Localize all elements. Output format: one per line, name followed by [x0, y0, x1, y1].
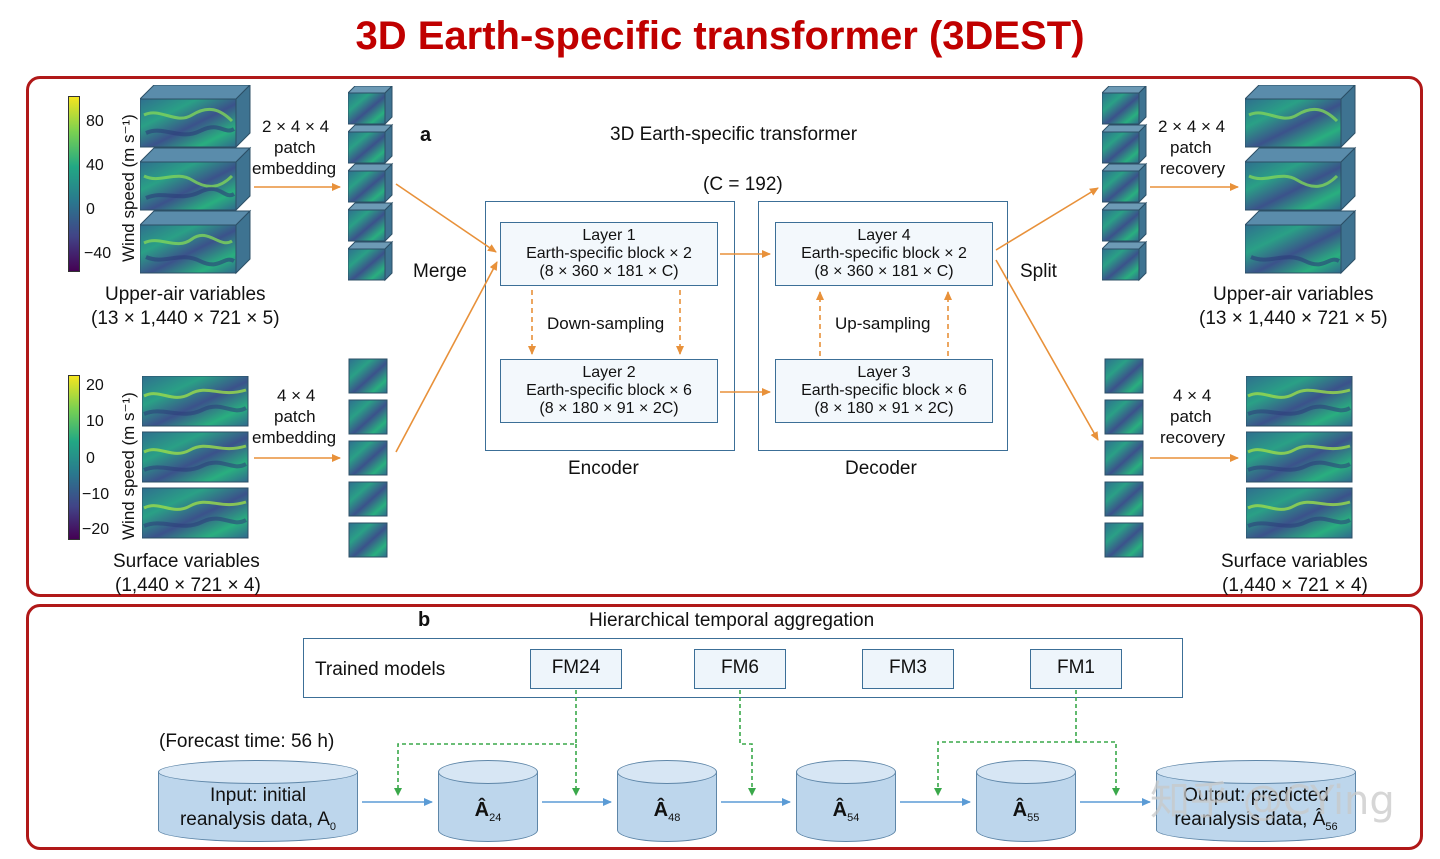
- tick-label: −40: [84, 245, 112, 262]
- step-cylinder-55: Â55: [976, 760, 1076, 842]
- layer-title: Layer 3: [857, 364, 911, 381]
- panel-a-arrows: [254, 183, 1239, 462]
- layer-block: Earth-specific block × 2: [801, 245, 967, 262]
- surface-input-dims: (1,440 × 721 × 4): [115, 575, 261, 596]
- surface-input-maps: [142, 376, 250, 540]
- surface-input-name: Surface variables: [113, 551, 260, 572]
- step-symbol: Â: [653, 799, 669, 821]
- colorbar-surface: [68, 375, 80, 540]
- input-sub: 0: [329, 820, 337, 833]
- step-cylinder-48: Â48: [617, 760, 717, 842]
- layer-dims: (8 × 360 × 181 × C): [814, 263, 954, 280]
- layer-title: Layer 2: [582, 364, 636, 381]
- upper-embed-line: patch: [274, 138, 316, 157]
- model-fm3: FM3: [862, 649, 954, 689]
- surface-patch-tokens-in: [348, 358, 388, 558]
- panel-a-label: a: [420, 124, 432, 146]
- tick-label: 10: [86, 413, 104, 430]
- split-label: Split: [1020, 261, 1057, 282]
- step-sub: 55: [1027, 811, 1040, 824]
- colorbar-upper: [68, 96, 80, 272]
- tick-label: −10: [82, 486, 110, 503]
- model-fm1: FM1: [1030, 649, 1122, 689]
- tick-label: 0: [86, 201, 95, 218]
- layer-dims: (8 × 180 × 91 × 2C): [814, 400, 954, 417]
- layer-3: Layer 3 Earth-specific block × 6 (8 × 18…: [775, 359, 993, 423]
- upper-air-output-dims: (13 × 1,440 × 721 × 5): [1199, 308, 1388, 329]
- upper-recover-line: recovery: [1160, 159, 1226, 178]
- surface-output-dims: (1,440 × 721 × 4): [1222, 575, 1368, 596]
- model-fm24: FM24: [530, 649, 622, 689]
- layer-2: Layer 2 Earth-specific block × 6 (8 × 18…: [500, 359, 718, 423]
- tick-label: 0: [86, 450, 95, 467]
- layer-title: Layer 1: [582, 227, 636, 244]
- merge-label: Merge: [413, 261, 467, 282]
- trained-models-label: Trained models: [315, 659, 446, 680]
- layer-dims: (8 × 360 × 181 × C): [539, 263, 679, 280]
- down-sampling-label: Down-sampling: [547, 314, 665, 333]
- upper-patch-tokens-in: [348, 86, 393, 281]
- watermark: 知乎 @CYing: [1150, 778, 1395, 824]
- surface-recover-line: 4 × 4: [1173, 386, 1212, 405]
- output-sub: 56: [1325, 820, 1338, 833]
- channel-count: (C = 192): [703, 174, 783, 195]
- decoder-label: Decoder: [845, 458, 917, 479]
- upper-recover-line: patch: [1170, 138, 1212, 157]
- upper-recover-line: 2 × 4 × 4: [1158, 117, 1226, 136]
- surface-embed-line: 4 × 4: [277, 386, 316, 405]
- step-symbol: Â: [474, 799, 490, 821]
- tick-label: 40: [86, 157, 104, 174]
- upper-air-input-dims: (13 × 1,440 × 721 × 5): [91, 308, 280, 329]
- surface-output-name: Surface variables: [1221, 551, 1368, 572]
- tick-label: −20: [82, 521, 110, 538]
- page-title: 3D Earth-specific transformer (3DEST): [355, 14, 1085, 58]
- panel-b-arrows: [362, 690, 1151, 806]
- step-cylinder-54: Â54: [796, 760, 896, 842]
- upper-air-output-cubes: [1245, 85, 1357, 275]
- panel-a-heading: 3D Earth-specific transformer: [610, 124, 858, 145]
- tick-label: 80: [86, 113, 104, 130]
- upper-embed-line: embedding: [252, 159, 337, 178]
- surface-embed-line: embedding: [252, 428, 337, 447]
- encoder-label: Encoder: [568, 458, 639, 479]
- upper-air-output-name: Upper-air variables: [1213, 284, 1374, 305]
- panel-b: [26, 604, 1423, 850]
- layer-title: Layer 4: [857, 227, 911, 244]
- step-sub: 48: [668, 811, 681, 824]
- model-fm6: FM6: [694, 649, 786, 689]
- layer-block: Earth-specific block × 6: [526, 382, 692, 399]
- step-sub: 24: [489, 811, 502, 824]
- surface-recover-line: patch: [1170, 407, 1212, 426]
- input-line2: reanalysis data, A: [179, 809, 330, 830]
- layer-block: Earth-specific block × 2: [526, 245, 692, 262]
- up-sampling-label: Up-sampling: [835, 314, 931, 333]
- tick-label: 20: [86, 377, 104, 394]
- step-symbol: Â: [1012, 799, 1028, 821]
- step-sub: 54: [847, 811, 860, 824]
- layer-4: Layer 4 Earth-specific block × 2 (8 × 36…: [775, 222, 993, 286]
- output-line1: Output: predicted: [1183, 785, 1329, 806]
- panel-b-heading: Hierarchical temporal aggregation: [589, 610, 875, 631]
- step-symbol: Â: [832, 799, 848, 821]
- upper-air-input-cubes: [140, 85, 252, 275]
- layer-1: Layer 1 Earth-specific block × 2 (8 × 36…: [500, 222, 718, 286]
- output-line2: reanalysis data, Â: [1174, 809, 1326, 830]
- surface-embed-line: patch: [274, 407, 316, 426]
- surface-recover-line: recovery: [1160, 428, 1226, 447]
- step-cylinder-24: Â24: [438, 760, 538, 842]
- layer-dims: (8 × 180 × 91 × 2C): [539, 400, 679, 417]
- upper-air-input-name: Upper-air variables: [105, 284, 266, 305]
- layer-block: Earth-specific block × 6: [801, 382, 967, 399]
- input-line1: Input: initial: [209, 785, 307, 806]
- panel-a: [26, 76, 1423, 597]
- upper-embed-line: 2 × 4 × 4: [262, 117, 330, 136]
- forecast-time: (Forecast time: 56 h): [159, 731, 335, 752]
- input-cylinder: Input: initial reanalysis data, A0: [158, 760, 358, 842]
- output-cylinder: Output: predicted reanalysis data, Â56: [1156, 760, 1356, 842]
- panel-b-label: b: [418, 609, 431, 631]
